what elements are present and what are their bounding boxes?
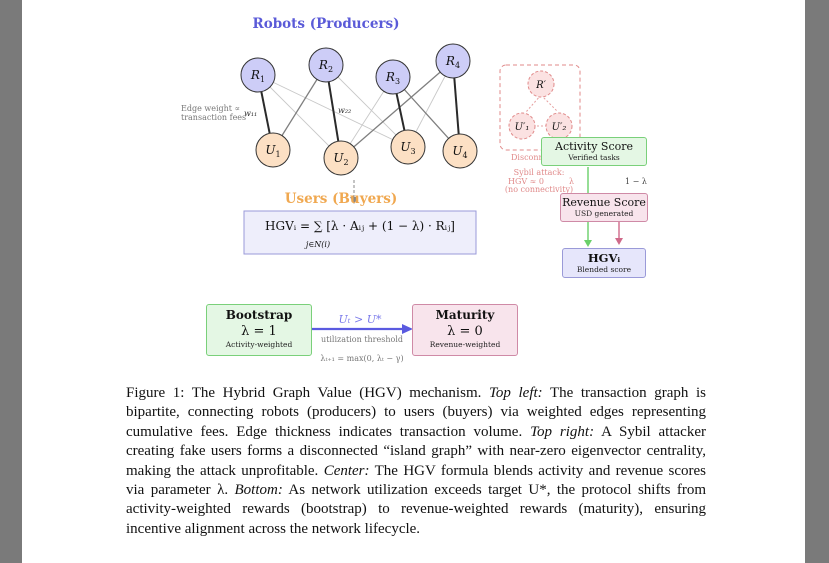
caption-center: The HGV formula blends activity and reve… bbox=[126, 462, 707, 499]
svg-text:U3: U3 bbox=[400, 140, 415, 156]
sybil-attack-label: Sybil attack: bbox=[514, 168, 565, 177]
hgv-formula: HGVᵢ = ∑ [λ · Aᵢⱼ + (1 − λ) · Rᵢⱼ] bbox=[265, 219, 455, 233]
figure-caption: Figure 1: The Hybrid Graph Value (HGV) m… bbox=[126, 384, 706, 539]
sybil-node-u1-prime bbox=[508, 112, 536, 140]
paper-page: Robots (Producers) bbox=[22, 0, 805, 563]
caption-top-right: A Sybil attacker creating fake users for… bbox=[126, 423, 706, 479]
bootstrap-title: Bootstrap bbox=[225, 308, 293, 322]
producers-title: Robots (Producers) bbox=[252, 16, 399, 32]
one-minus-lambda: 1 − λ bbox=[625, 177, 647, 186]
sybil-lambda-label: λ bbox=[569, 177, 574, 186]
activity-score-box: Activity Score Verified tasks bbox=[541, 137, 647, 166]
sybil-hgv-label: HGV ≈ 0 bbox=[508, 177, 544, 186]
robot-node-r3 bbox=[375, 59, 411, 95]
svg-text:R′: R′ bbox=[535, 80, 547, 91]
user-node-u3 bbox=[390, 129, 426, 165]
activity-score-title: Activity Score bbox=[555, 140, 633, 153]
w22-label: w₂₂ bbox=[338, 106, 351, 115]
svg-text:R4: R4 bbox=[445, 54, 460, 70]
sybil-disconnected: Disconnected bbox=[511, 153, 566, 162]
caption-bottom: As network utilization exceeds target U*… bbox=[126, 482, 706, 537]
caption-center-label: Center: bbox=[323, 462, 370, 479]
activity-score-sub: Verified tasks bbox=[568, 153, 620, 162]
bootstrap-sub: Activity-weighted bbox=[225, 340, 293, 349]
hgv-score-box: HGVᵢ Blended score bbox=[562, 248, 646, 278]
maturity-phase-box: Maturity λ = 0 Revenue-weighted bbox=[412, 304, 518, 356]
robot-nodes bbox=[240, 43, 471, 95]
robot-node-r2 bbox=[308, 47, 344, 83]
robot-node-r1 bbox=[240, 57, 276, 93]
sybil-island-box bbox=[499, 64, 581, 151]
svg-text:U4: U4 bbox=[452, 144, 467, 160]
user-node-u1 bbox=[255, 132, 291, 168]
edge-weight-note-2: transaction fees bbox=[181, 113, 246, 122]
user-node-u2 bbox=[323, 140, 359, 176]
hgv-score-sub: Blended score bbox=[576, 265, 632, 274]
maturity-title: Maturity bbox=[435, 308, 495, 322]
hgv-score-title: HGVᵢ bbox=[587, 251, 621, 265]
caption-top-left-label: Top left: bbox=[488, 385, 543, 401]
maturity-lambda: λ = 0 bbox=[447, 324, 483, 339]
user-nodes bbox=[255, 129, 478, 176]
revenue-score-box: Revenue Score USD generated bbox=[560, 193, 648, 222]
bootstrap-lambda: λ = 1 bbox=[241, 324, 277, 339]
users-title: Users (Buyers) bbox=[285, 191, 398, 207]
graph-edges-medium bbox=[272, 60, 461, 159]
maturity-sub: Revenue-weighted bbox=[429, 340, 501, 349]
phase-update-rule: λₜ₊₁ = max(0, λₜ − γ) bbox=[320, 354, 403, 363]
svg-text:U′₂: U′₂ bbox=[552, 122, 567, 133]
svg-text:U1: U1 bbox=[265, 143, 280, 159]
revenue-to-hgv-arrow bbox=[585, 222, 619, 232]
robot-node-r4 bbox=[435, 43, 471, 79]
svg-text:R3: R3 bbox=[385, 70, 400, 86]
svg-text:R1: R1 bbox=[250, 68, 265, 84]
w11-label: w₁₁ bbox=[244, 109, 257, 118]
caption-top-left: The transaction graph is bipartite, conn… bbox=[126, 385, 706, 440]
svg-text:U′₁: U′₁ bbox=[515, 122, 530, 133]
hgv-figure: Robots (Producers) bbox=[181, 16, 647, 363]
bootstrap-phase-box: Bootstrap λ = 1 Activity-weighted bbox=[206, 304, 312, 356]
revenue-score-sub: USD generated bbox=[574, 209, 634, 218]
formula-box bbox=[243, 210, 477, 255]
edge-weight-note: Edge weight ∝ bbox=[181, 104, 240, 113]
revenue-score-title: Revenue Score bbox=[562, 196, 646, 209]
caption-label: Figure 1: The Hybrid Graph Value (HGV) m… bbox=[126, 385, 482, 401]
svg-text:U2: U2 bbox=[333, 151, 348, 167]
caption-bottom-label: Bottom: bbox=[234, 482, 283, 499]
svg-text:R2: R2 bbox=[318, 58, 333, 74]
phase-threshold: utilization threshold bbox=[321, 335, 403, 344]
sybil-no-connectivity: (no connectivity) bbox=[505, 185, 573, 194]
caption-top-right-label: Top right: bbox=[530, 423, 595, 440]
hgv-formula-sub: j∈N(i) bbox=[304, 240, 330, 249]
user-node-u4 bbox=[442, 133, 478, 169]
phase-condition: Uₜ > U* bbox=[339, 313, 382, 326]
sybil-node-r-prime bbox=[527, 70, 555, 98]
